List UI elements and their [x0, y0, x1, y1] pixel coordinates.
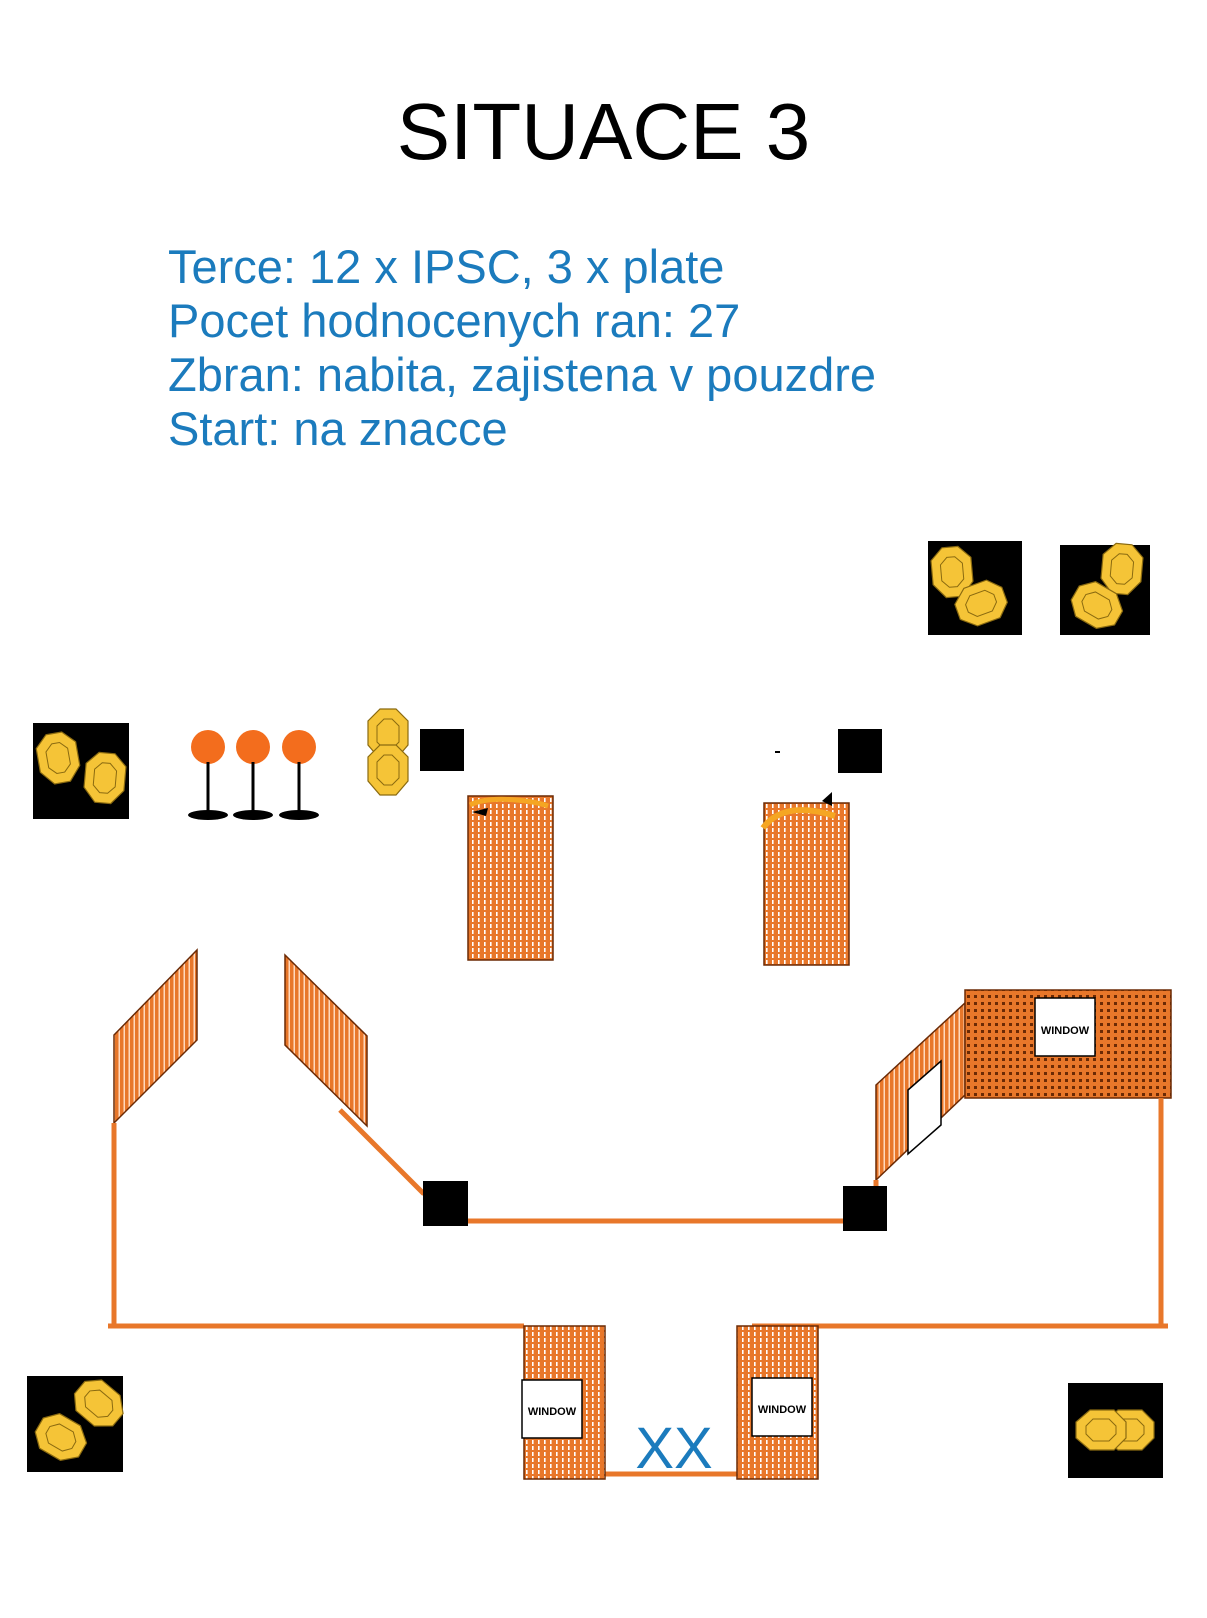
wall-bottom-right — [736, 1325, 819, 1480]
plate-2 — [233, 730, 273, 820]
wall-bottom-left — [521, 1325, 606, 1480]
barrel-upper-left — [420, 729, 464, 771]
info-targets: Terce: 12 x IPSC, 3 x plate — [168, 240, 725, 293]
target-pair-stacked — [367, 708, 409, 796]
window-label-bottom-left: WINDOW — [528, 1406, 577, 1418]
fault-lines — [108, 1098, 1168, 1477]
window-label-bottom-right: WINDOW — [758, 1404, 807, 1416]
window-right-building — [1034, 997, 1096, 1057]
target-pair-left-top — [33, 723, 129, 819]
target-pair-top-right-b — [1060, 541, 1150, 636]
barrel-lower-right — [843, 1186, 887, 1231]
barrel-lower-left — [423, 1181, 468, 1226]
window-bottom-left — [521, 1379, 583, 1439]
info-weapon: Zbran: nabita, zajistena v pouzdre — [168, 348, 877, 401]
target-pair-top-right-a — [928, 541, 1022, 635]
info-start: Start: na znacce — [168, 402, 508, 455]
plate-1 — [188, 730, 228, 820]
wall-angled-left-b — [284, 953, 368, 1128]
door-opening — [907, 1059, 942, 1156]
target-pair-bottom-right — [1068, 1383, 1163, 1478]
window-label-right-building: WINDOW — [1041, 1025, 1090, 1037]
info-rounds: Pocet hodnocenych ran: 27 — [168, 294, 741, 347]
stage-title: SITUACE 3 — [396, 87, 811, 176]
wall-angled-left-a — [113, 948, 198, 1125]
wall-upper-right — [760, 792, 850, 966]
window-bottom-right — [751, 1377, 813, 1437]
wall-upper-left — [467, 795, 554, 961]
steel-plates — [188, 730, 319, 820]
stage-info: Terce: 12 x IPSC, 3 x plate Pocet hodnoc… — [168, 240, 876, 456]
target-pair-bottom-left — [27, 1371, 132, 1472]
start-mark: XX — [635, 1416, 712, 1481]
plate-3 — [279, 730, 319, 820]
barrel-upper-right — [838, 729, 882, 773]
wall-right-building — [875, 989, 1172, 1182]
